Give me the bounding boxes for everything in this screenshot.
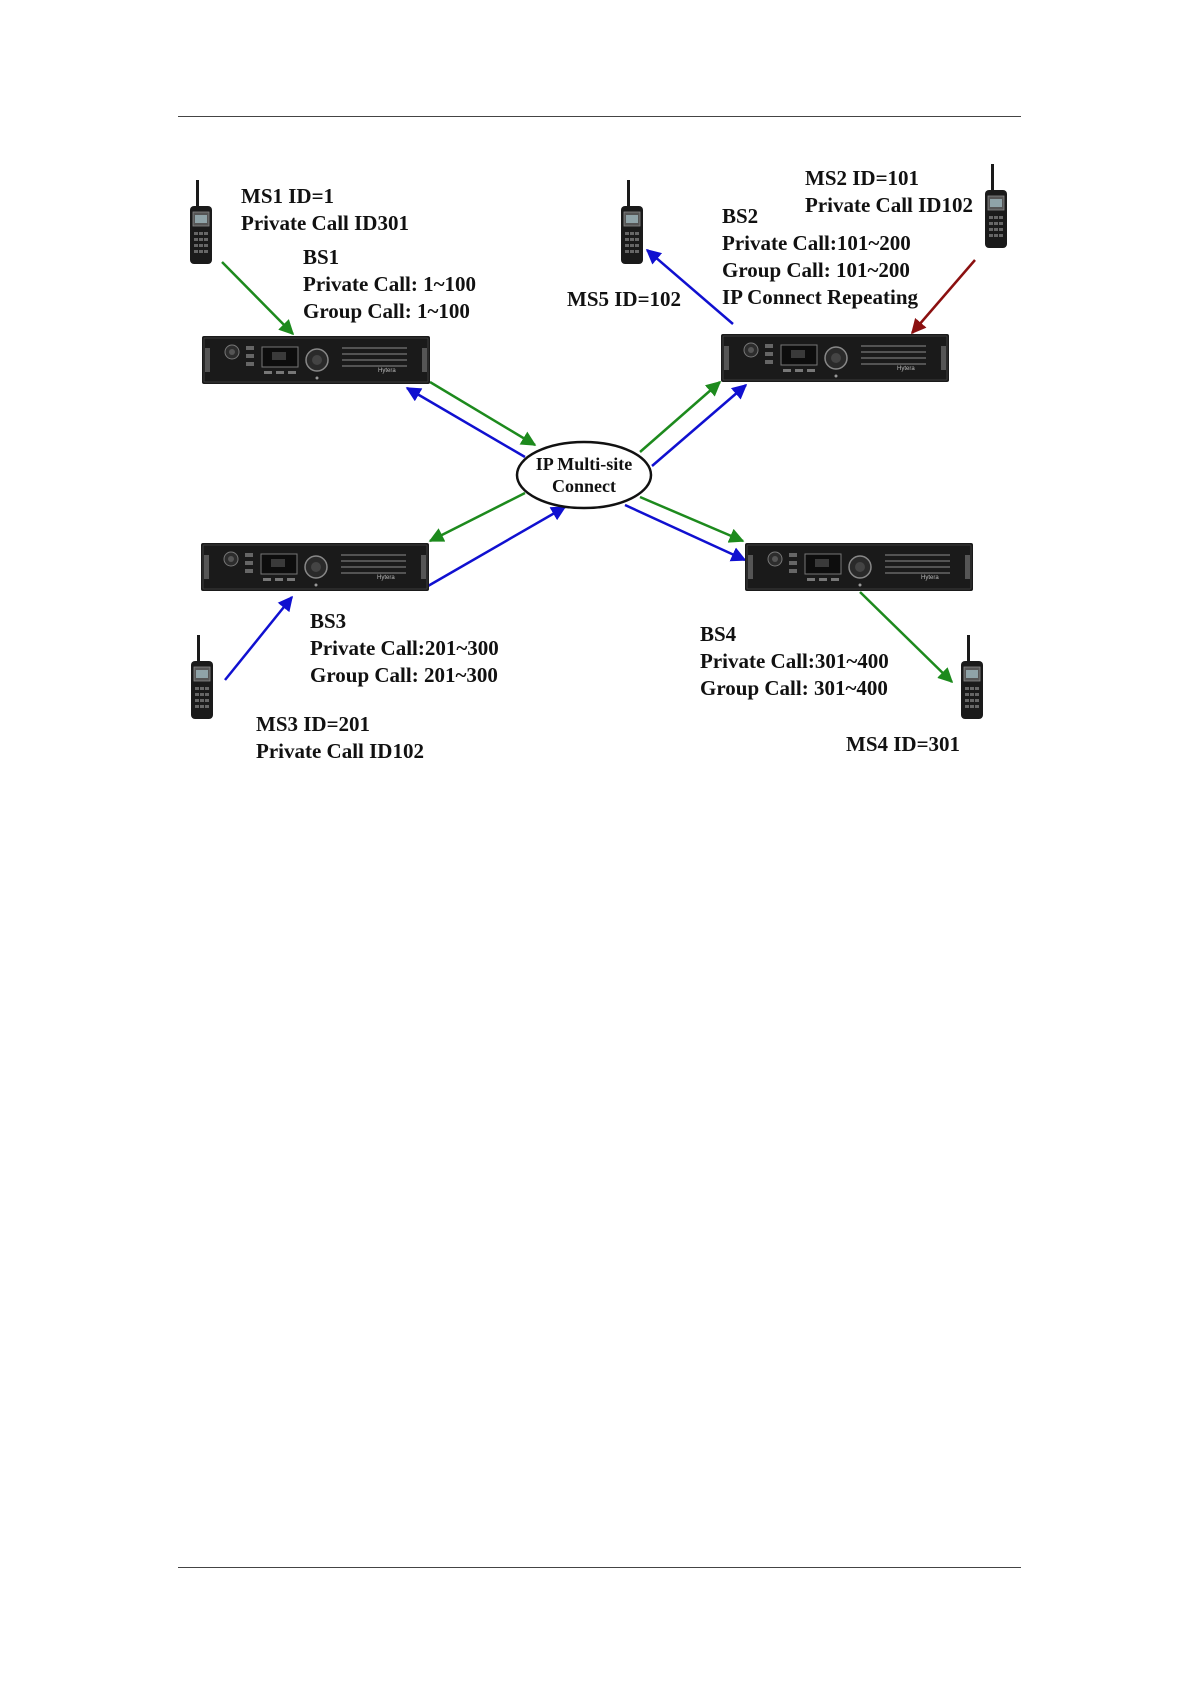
bs1-group-call: Group Call: 1~100: [303, 299, 470, 323]
bs2-repeater: Hytera: [720, 333, 950, 383]
ip-multisite-hub: IP Multi-site Connect: [515, 440, 653, 510]
bs2-name: BS2: [722, 204, 758, 228]
ms3-call-label: Private Call ID102: [256, 739, 424, 763]
ms1-radio-icon: [189, 179, 213, 265]
bs3-repeater: Hytera: [200, 542, 430, 592]
ms3-id-label: MS3 ID=201: [256, 712, 370, 736]
header-rule: [178, 116, 1021, 117]
ms5-radio-icon: [620, 179, 644, 265]
arrow-bs1-to-hub: [429, 380, 537, 447]
ms1-id-label: MS1 ID=1: [241, 184, 334, 208]
bs4-repeater: Hytera: [744, 542, 974, 592]
ms4-id-label: MS4 ID=301: [846, 732, 960, 756]
arrow-hub-to-bs4-green: [639, 495, 745, 543]
ms2-id-label: MS2 ID=101: [805, 166, 919, 190]
ms2-call-label: Private Call ID102: [805, 193, 973, 217]
arrow-bs4-to-ms4: [859, 591, 954, 684]
arrow-hub-to-bs1: [405, 386, 526, 459]
bs4-name: BS4: [700, 622, 737, 646]
bs2-private-call: Private Call:101~200: [722, 231, 911, 255]
arrow-hub-to-bs2-blue: [651, 384, 748, 467]
ms5-id-label: MS5 ID=102: [567, 287, 681, 311]
bs2-brand: Hytera: [897, 366, 915, 372]
bs1-private-call: Private Call: 1~100: [303, 272, 476, 296]
ms4-radio-icon: [960, 634, 984, 720]
bs1-name: BS1: [303, 245, 339, 269]
bs1-repeater: Hytera: [201, 335, 431, 385]
bs3-group-call: Group Call: 201~300: [310, 663, 498, 687]
ms2-radio-icon: [984, 163, 1008, 249]
ms3-radio-icon: [190, 634, 214, 720]
bs4-private-call: Private Call:301~400: [700, 649, 889, 673]
bs4-brand: Hytera: [921, 575, 939, 581]
arrow-hub-to-bs2-green: [639, 381, 722, 453]
arrow-hub-to-bs4-blue: [624, 503, 747, 562]
bs1-brand: Hytera: [378, 368, 396, 374]
bs4-group-call: Group Call: 301~400: [700, 676, 888, 700]
ms1-call-label: Private Call ID301: [241, 211, 409, 235]
arrow-ms2-to-bs2: [911, 259, 976, 335]
arrow-ms1-to-bs1: [221, 261, 295, 336]
bs3-private-call: Private Call:201~300: [310, 636, 499, 660]
arrow-hub-to-bs3: [428, 491, 526, 543]
bs3-brand: Hytera: [377, 575, 395, 581]
arrow-bs2-to-ms5: [645, 249, 734, 325]
hub-label-line1: IP Multi-site: [536, 454, 633, 474]
bs2-group-call: Group Call: 101~200: [722, 258, 910, 282]
footer-rule: [178, 1567, 1021, 1568]
arrow-ms3-to-bs3: [224, 595, 293, 681]
hub-label-line2: Connect: [552, 476, 616, 496]
arrow-bs3-to-hub: [427, 505, 567, 588]
bs2-mode: IP Connect Repeating: [722, 285, 918, 309]
bs3-name: BS3: [310, 609, 346, 633]
